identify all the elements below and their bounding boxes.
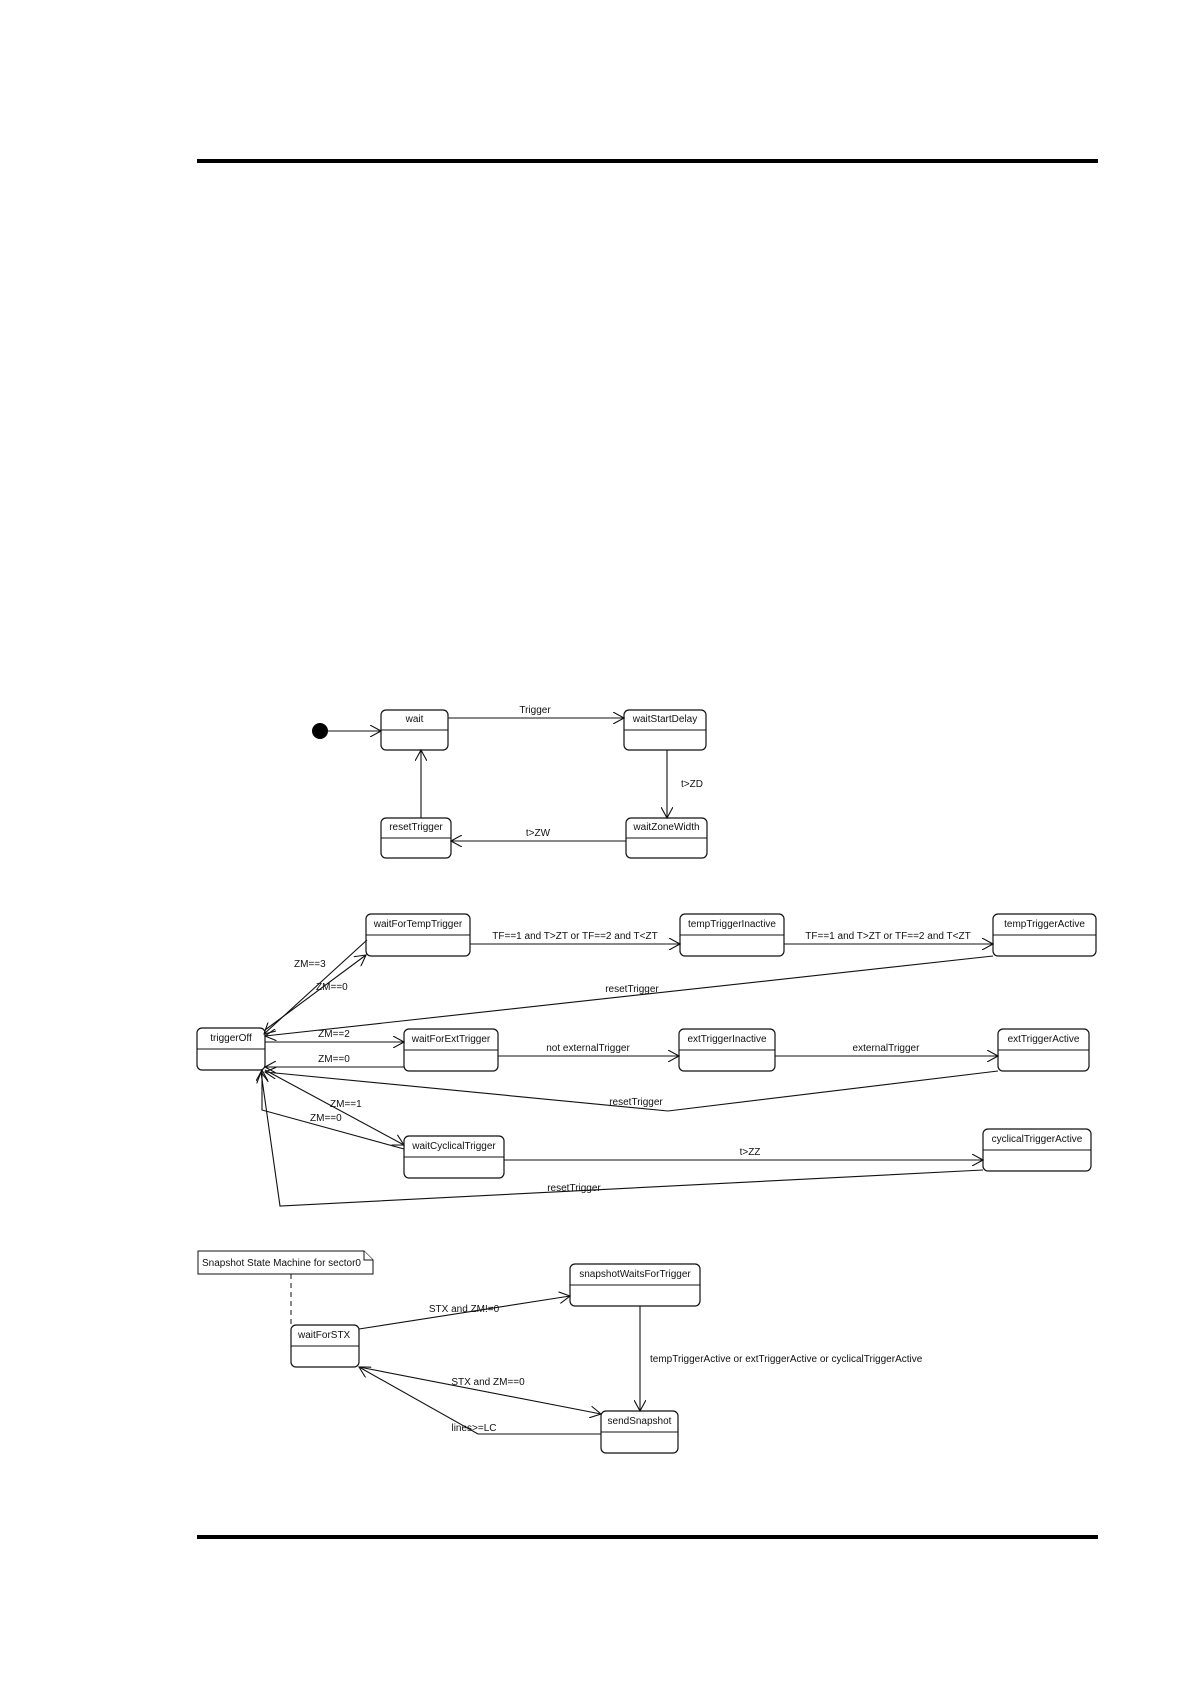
transition-label: STX and ZM==0 [451,1377,525,1388]
note-box: Snapshot State Machine for sector0 [197,1250,374,1275]
transition-label: ZM==1 [330,1099,362,1110]
transition-label: ZM==0 [316,982,348,993]
state-name: cyclicalTriggerActive [992,1134,1083,1145]
transition-reset-temp [265,955,994,1036]
state-sendSnapshot: sendSnapshot [600,1410,679,1454]
state-name: wait [405,714,424,725]
transition-label: t>ZZ [740,1147,761,1158]
state-name: tempTriggerActive [1004,919,1085,930]
transition-reset-ext [265,1071,999,1112]
state-name: extTriggerInactive [687,1034,767,1045]
snapshot-diagram: Snapshot State Machine for sector0 waitF… [197,1250,923,1454]
zone-mode-diagram: triggerOff waitForTempTrigger tempTrigge… [196,913,1097,1207]
initial-state-icon [312,723,328,739]
transition-label: ZM==0 [310,1113,342,1124]
state-name: waitForTempTrigger [373,919,463,930]
state-waitCyclicalTrigger: waitCyclicalTrigger [403,1135,505,1179]
transition-label: TF==1 and T>ZT or TF==2 and T<ZT [492,931,657,942]
transition-label: t>ZD [681,779,703,790]
transition-stx-zm-eq0 [358,1366,601,1414]
transition-label: ZM==0 [318,1054,350,1065]
transition-stx-zm-ne0 [358,1296,570,1330]
transition-label: STX and ZM!=0 [429,1304,500,1315]
state-name: waitZoneWidth [632,822,699,833]
transition-reset-cyc [261,1072,984,1207]
state-name: waitStartDelay [632,714,697,725]
transition-label: externalTrigger [853,1043,921,1054]
state-name: triggerOff [210,1033,252,1044]
state-resetTrigger: resetTrigger [380,817,452,859]
state-name: sendSnapshot [608,1416,672,1427]
transition-label: resetTrigger [605,984,659,995]
transition-label: TF==1 and T>ZT or TF==2 and T<ZT [805,931,970,942]
state-extTriggerInactive: extTriggerInactive [678,1028,776,1072]
transition-label: Trigger [519,705,551,716]
state-name: waitForExtTrigger [411,1034,491,1045]
transition-label: resetTrigger [547,1183,601,1194]
state-waitZoneWidth: waitZoneWidth [625,817,708,859]
note-text: Snapshot State Machine for sector0 [202,1258,361,1269]
transition-label: lines>=LC [451,1423,496,1434]
transition-zm1 [264,1069,404,1145]
state-name: tempTriggerInactive [688,919,776,930]
state-wait: wait [380,709,449,751]
state-waitForSTX: waitForSTX [290,1324,360,1368]
state-cyclicalTriggerActive: cyclicalTriggerActive [982,1128,1092,1172]
state-name: extTriggerActive [1008,1034,1080,1045]
state-name: waitForSTX [297,1330,351,1341]
state-snapshotWaitsForTrigger: snapshotWaitsForTrigger [569,1263,701,1307]
transition-label: ZM==3 [294,959,326,970]
trigger-timing-diagram: wait waitStartDelay waitZoneWidth resetT… [312,705,708,859]
transition-lines-lc [359,1367,601,1435]
state-waitForExtTrigger: waitForExtTrigger [403,1028,499,1072]
transition-label: tempTriggerActive or extTriggerActive or… [650,1354,923,1365]
state-tempTriggerActive: tempTriggerActive [992,913,1097,957]
state-waitForTempTrigger: waitForTempTrigger [365,913,471,957]
state-extTriggerActive: extTriggerActive [997,1028,1090,1072]
transition-label: resetTrigger [609,1097,663,1108]
state-triggerOff: triggerOff [196,1027,266,1071]
state-name: resetTrigger [389,822,443,833]
transition-label: t>ZW [526,828,551,839]
transition-label: not externalTrigger [546,1043,630,1054]
state-waitStartDelay: waitStartDelay [623,709,707,751]
transition-zm0-temp [264,939,368,1034]
state-name: waitCyclicalTrigger [411,1141,496,1152]
state-tempTriggerInactive: tempTriggerInactive [679,913,785,957]
transition-label: ZM==2 [318,1029,350,1040]
state-name: snapshotWaitsForTrigger [579,1269,691,1280]
